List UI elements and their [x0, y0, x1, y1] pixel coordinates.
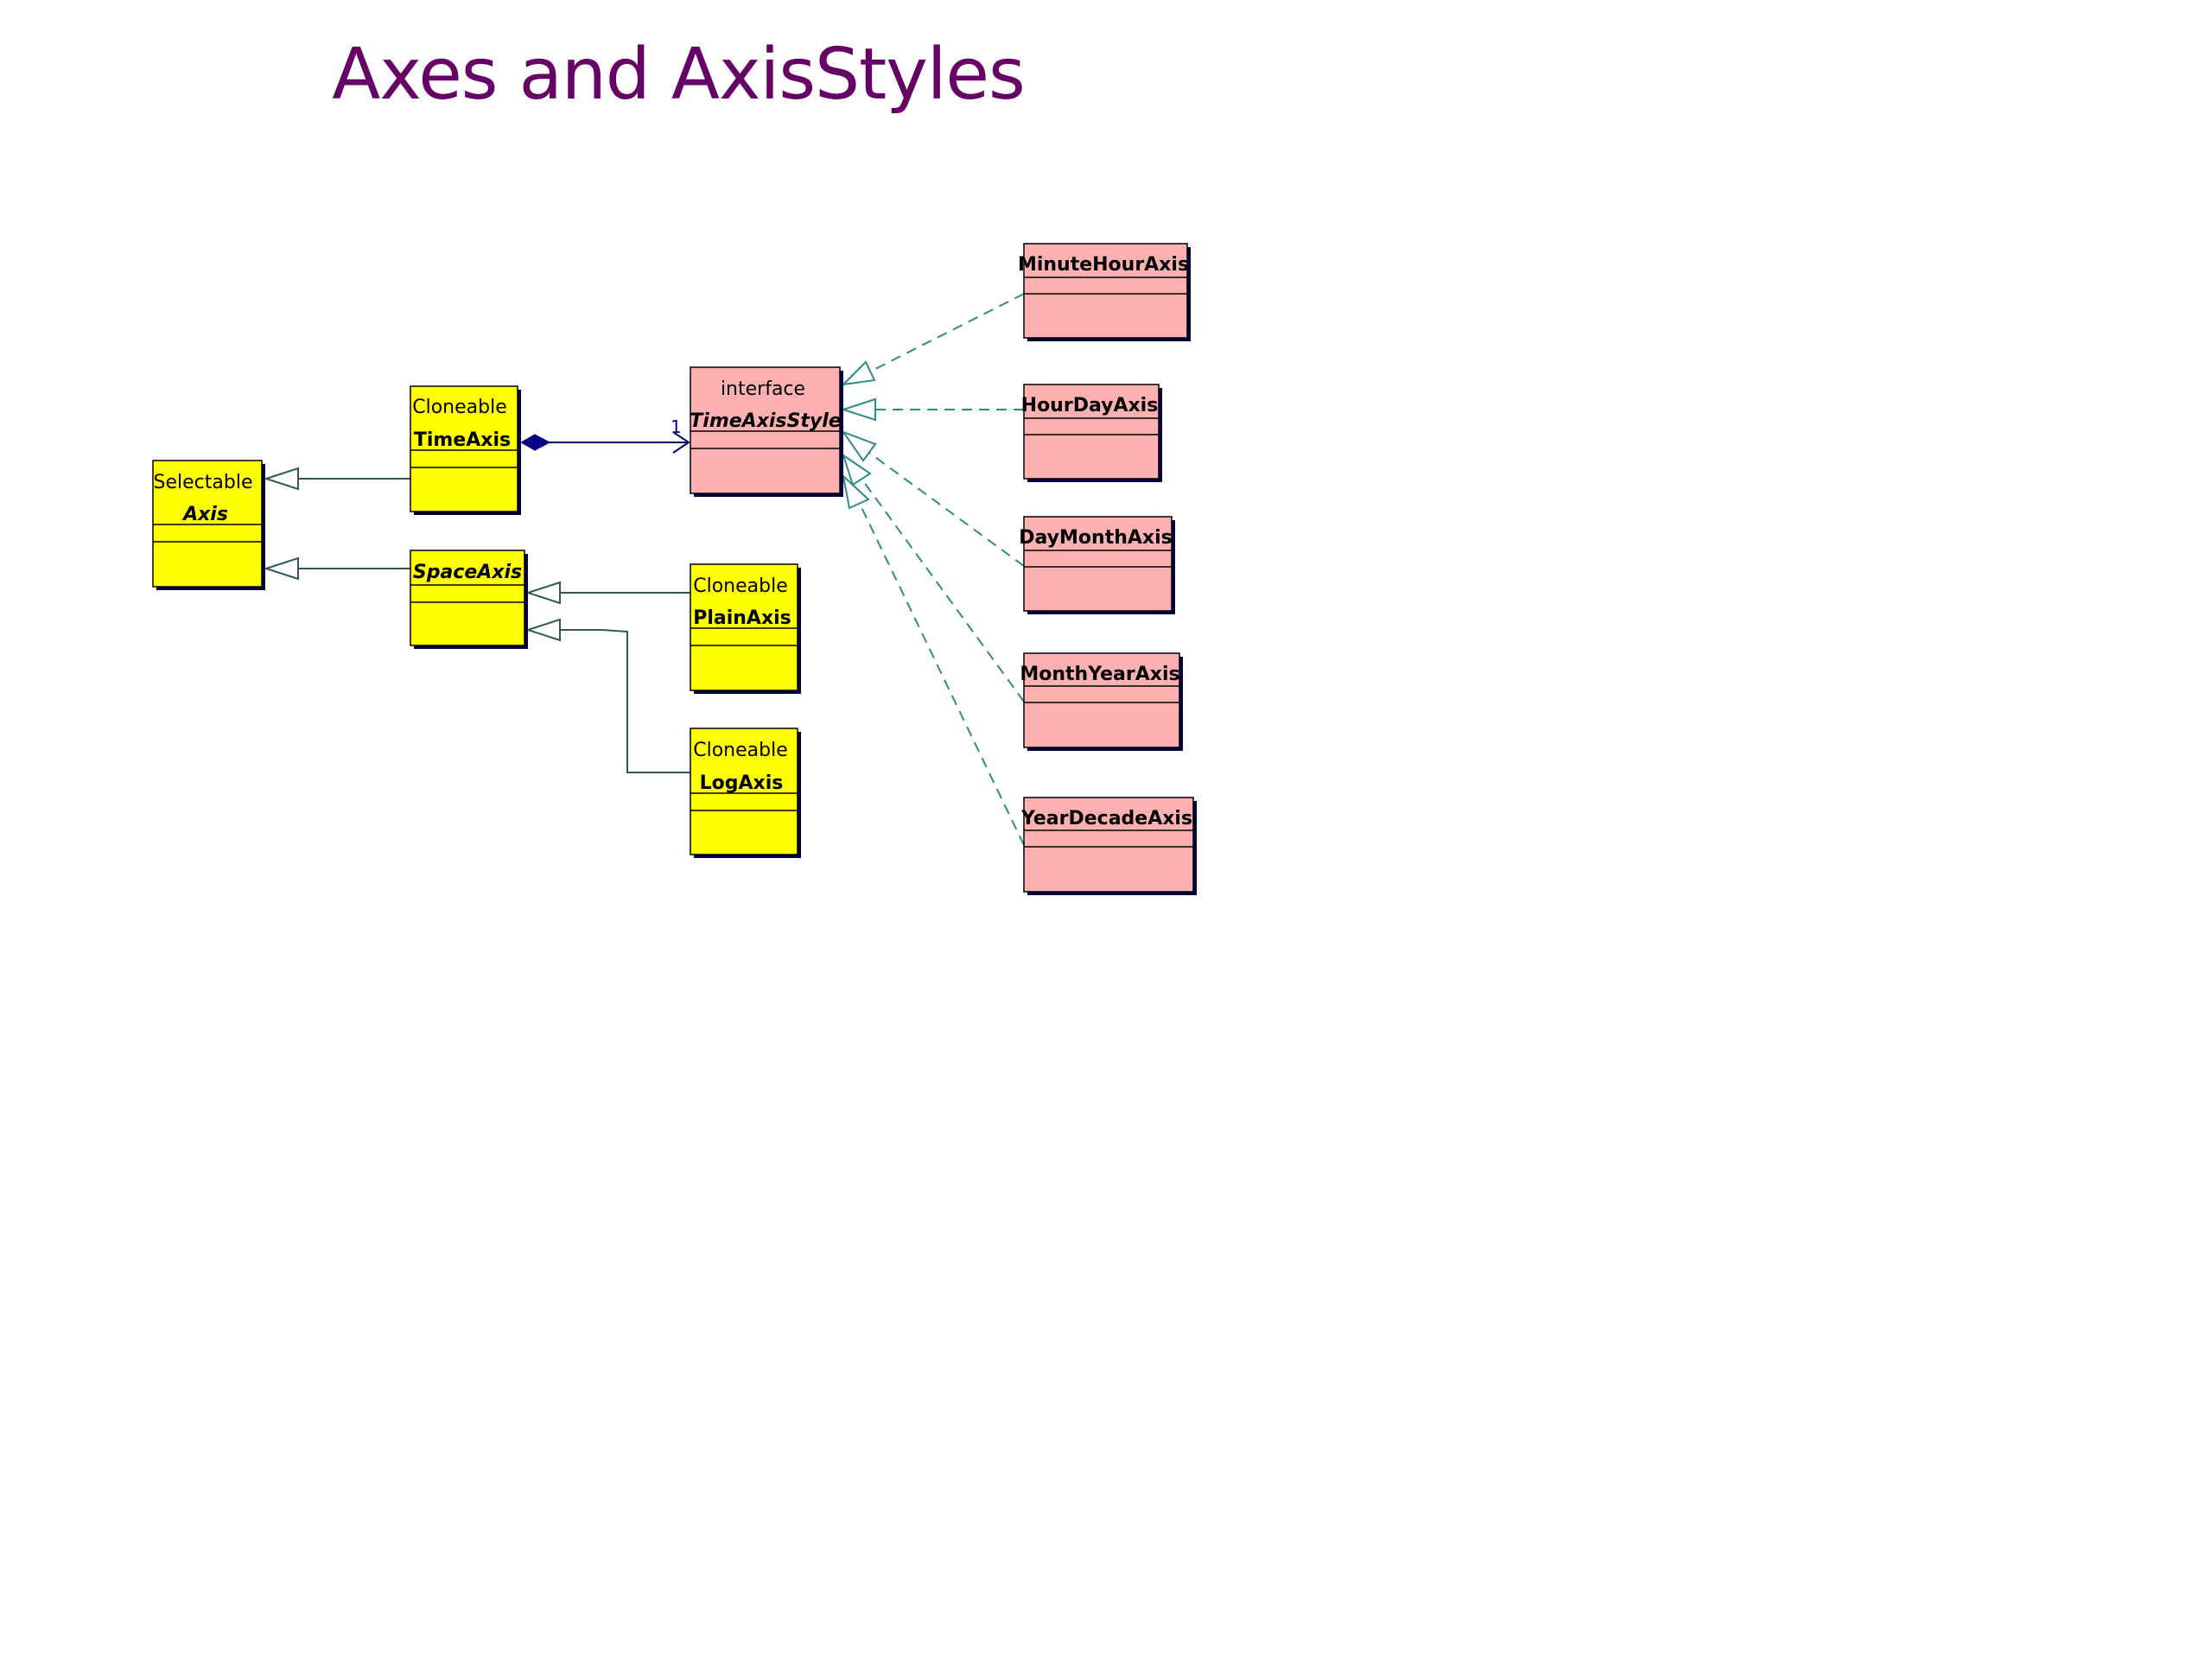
multiplicity-label: 1	[671, 416, 682, 437]
class-stereotype: interface	[721, 378, 805, 400]
realization-hourdayaxis	[840, 397, 1024, 422]
composition-timeaxis-timeaxisstyle: 1	[519, 416, 690, 454]
class-daymonthaxis[interactable]: DayMonthAxis	[1019, 516, 1175, 614]
inheritance-plainaxis-spaceaxis	[524, 581, 690, 605]
class-box	[690, 728, 798, 855]
inheritance-spaceaxis-axis	[263, 556, 410, 581]
realization-minutehouraxis	[841, 293, 1025, 386]
class-minutehouraxis[interactable]: MinuteHourAxis	[1018, 243, 1191, 341]
class-yeardecadeaxis[interactable]: YearDecadeAxis	[1020, 797, 1197, 895]
class-timeaxisstyle[interactable]: interface TimeAxisStyle	[690, 366, 843, 497]
realization-arrowhead	[842, 453, 872, 486]
inheritance-arrowhead	[263, 467, 299, 491]
class-name: TimeAxisStyle	[690, 410, 841, 432]
realization-arrowhead	[841, 360, 876, 386]
class-name: LogAxis	[700, 772, 784, 794]
class-plainaxis[interactable]: Cloneable PlainAxis	[690, 563, 801, 694]
class-hourdayaxis[interactable]: HourDayAxis	[1021, 384, 1162, 482]
inheritance-arrowhead	[524, 618, 561, 642]
uml-class-diagram: 1 Selectable Axis Cloneable TimeAxis Spa…	[152, 243, 1197, 895]
class-stereotype: Selectable	[154, 472, 253, 493]
class-timeaxis[interactable]: Cloneable TimeAxis	[410, 385, 521, 515]
slide-title: Axes and AxisStyles	[332, 34, 1025, 116]
class-monthyearaxis[interactable]: MonthYearAxis	[1020, 652, 1183, 751]
inheritance-arrowhead	[524, 581, 561, 605]
class-box	[1023, 516, 1173, 612]
realization-arrowhead	[841, 429, 877, 462]
realization-daymonthaxis	[841, 429, 1025, 567]
class-name: PlainAxis	[693, 607, 791, 629]
class-name: DayMonthAxis	[1019, 527, 1172, 549]
class-stereotype: Cloneable	[693, 740, 788, 761]
class-logaxis[interactable]: Cloneable LogAxis	[690, 728, 801, 858]
class-box	[690, 563, 798, 691]
class-stereotype: Cloneable	[693, 575, 788, 597]
realization-monthyearaxis	[842, 453, 1025, 702]
class-box	[410, 550, 525, 646]
composition-diamond	[519, 434, 551, 451]
class-axis[interactable]: Selectable Axis	[152, 460, 265, 590]
inheritance-timeaxis-axis	[263, 467, 410, 491]
class-name: TimeAxis	[414, 429, 511, 451]
realization-arrowhead	[842, 474, 870, 510]
class-box	[1023, 384, 1160, 480]
inheritance-arrowhead	[263, 556, 299, 581]
class-box	[410, 385, 518, 512]
class-box	[1023, 652, 1180, 748]
class-box	[690, 366, 841, 494]
class-name: SpaceAxis	[413, 562, 522, 583]
class-name: MinuteHourAxis	[1018, 254, 1189, 276]
class-name: HourDayAxis	[1021, 395, 1159, 416]
class-name: Axis	[181, 504, 228, 525]
class-name: YearDecadeAxis	[1020, 808, 1192, 830]
class-name: MonthYearAxis	[1020, 664, 1179, 685]
class-box	[1023, 797, 1194, 893]
class-box	[152, 460, 263, 588]
class-spaceaxis[interactable]: SpaceAxis	[410, 550, 528, 649]
realization-yeardecadeaxis	[842, 474, 1025, 846]
class-stereotype: Cloneable	[412, 397, 507, 418]
navigability-arrowhead	[672, 431, 690, 454]
realization-arrowhead	[840, 397, 876, 422]
inheritance-logaxis-spaceaxis	[524, 618, 690, 773]
class-box	[1023, 243, 1188, 339]
